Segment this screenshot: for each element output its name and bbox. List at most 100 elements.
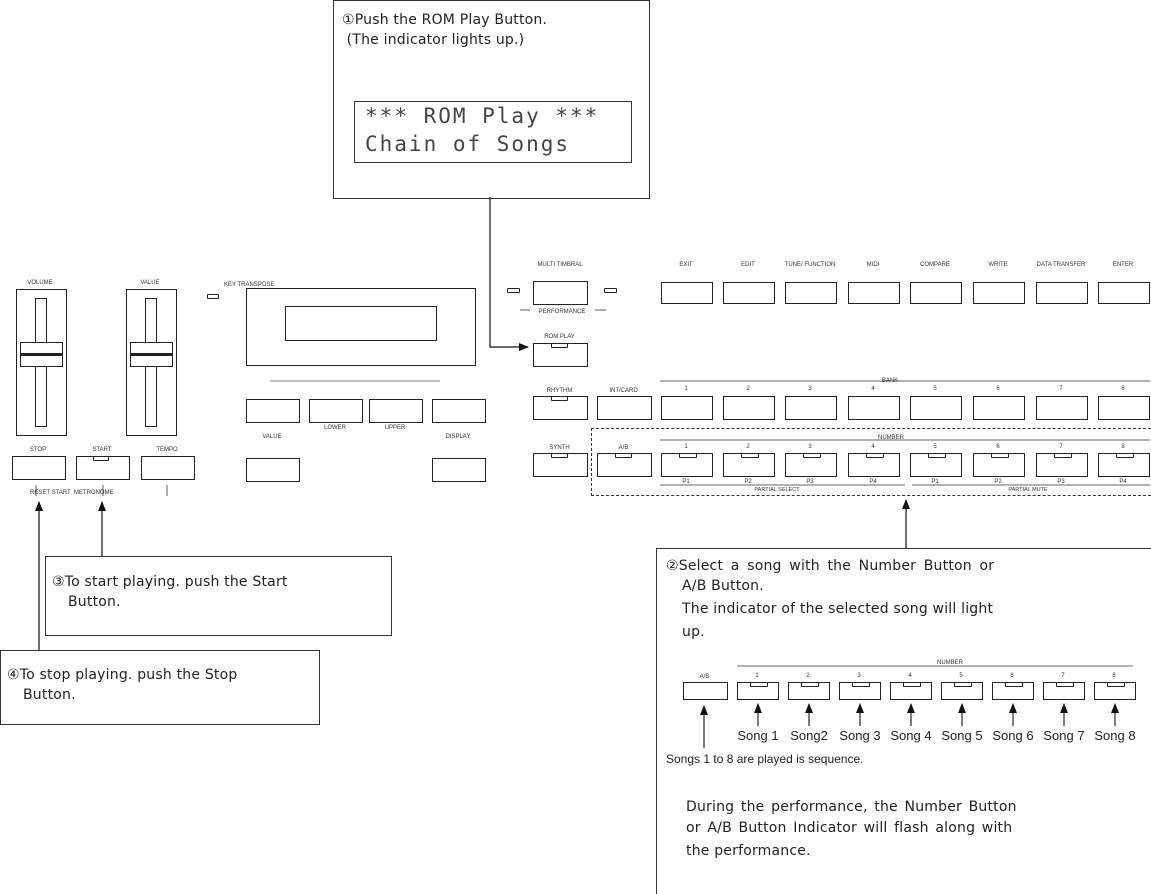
mini-number-button-3-led [852,682,870,687]
value-slider-label: VALUE [140,280,160,286]
mini-number-button-7[interactable] [1043,682,1085,700]
upper-label: UPPER [384,425,406,431]
bank-button-3[interactable] [785,396,837,420]
lcd-line2: Chain of Songs [365,132,571,156]
rom-play-label: ROM PLAY [544,334,575,340]
bank-number-label-7: 7 [1059,386,1063,392]
number-button-8[interactable] [1098,453,1150,477]
number-button-2-led [741,453,759,458]
value-edit-label: VALUE [262,434,282,440]
song-label-1: Song 1 [737,728,779,743]
number-button-7-led [1054,453,1072,458]
number-button-5[interactable] [910,453,962,477]
mini-number-button-8[interactable] [1094,682,1136,700]
panel-display-outer [246,288,476,366]
bank-button-5[interactable] [910,396,962,420]
mini-number-label-4: 4 [908,673,912,679]
mini-number-button-4[interactable] [890,682,932,700]
number-label-1: 1 [684,444,688,450]
top-button-2[interactable] [785,282,837,304]
mini-number-label-7: 7 [1061,673,1065,679]
partial-mute-title: PARTIAL MUTE [1008,487,1048,493]
mini-ab-button[interactable] [683,682,728,700]
display-up-button[interactable] [432,399,486,423]
bank-button-4[interactable] [848,396,900,420]
top-button-0[interactable] [661,282,713,304]
value-slider-track[interactable] [126,289,177,436]
bank-number-label-1: 1 [684,386,688,392]
stop-button[interactable] [12,456,66,480]
volume-slider-track[interactable] [16,289,67,436]
number-button-4-led [866,453,884,458]
partial-label-7: P4 [1119,479,1127,485]
step3-callout: ③To start playing. push the Start Button… [45,556,392,636]
key-transpose-label: KEY TRANSPOSE [224,282,275,288]
upper-button[interactable] [369,399,423,423]
int-card-button[interactable] [597,396,652,420]
top-button-label-4: COMPARE [920,262,950,268]
bank-button-1[interactable] [661,396,713,420]
mini-number-button-5-led [954,682,972,687]
number-title: NUMBER [877,435,904,441]
partial-label-2: P3 [806,479,814,485]
value-slider-knob[interactable] [130,342,173,367]
mini-number-button-1[interactable] [737,682,779,700]
top-button-6[interactable] [1036,282,1088,304]
number-button-4[interactable] [848,453,900,477]
number-label-6: 6 [996,444,1000,450]
volume-slider-knob[interactable] [20,342,63,367]
rom-play-button[interactable] [533,343,588,367]
top-button-7[interactable] [1098,282,1150,304]
value-up-button[interactable] [246,399,300,423]
top-button-4[interactable] [910,282,962,304]
ab-button[interactable] [597,453,652,477]
partial-label-5: P2 [994,479,1002,485]
synth-button[interactable] [533,453,588,477]
song-label-5: Song 5 [941,728,983,743]
top-button-label-7: ENTER [1112,262,1134,268]
display-down-button[interactable] [432,458,486,482]
mini-number-button-2[interactable] [788,682,830,700]
mini-number-button-6[interactable] [992,682,1034,700]
number-button-2[interactable] [723,453,775,477]
top-button-5[interactable] [973,282,1025,304]
mini-number-title: NUMBER [936,660,963,666]
value-down-button[interactable] [246,458,300,482]
song-label-4: Song 4 [890,728,932,743]
mini-number-button-3[interactable] [839,682,881,700]
bank-button-2[interactable] [723,396,775,420]
mini-number-button-5[interactable] [941,682,983,700]
step2-para2: or A/B Button Indicator will flash along… [686,820,1013,836]
song-label-7: Song 7 [1043,728,1085,743]
mini-number-button-1-led [750,682,768,687]
number-button-7[interactable] [1036,453,1088,477]
number-button-8-led [1116,453,1134,458]
number-button-1[interactable] [661,453,713,477]
tempo-button[interactable] [141,456,195,480]
volume-label: VOLUME [27,280,53,286]
bank-button-8[interactable] [1098,396,1150,420]
number-button-3[interactable] [785,453,837,477]
multi-timbral-label: MULTI TIMBRAL [537,262,583,268]
multi-timbral-button[interactable] [533,281,588,305]
top-button-label-2: TUNE/ FUNCTION [784,262,836,268]
number-button-6[interactable] [973,453,1025,477]
mini-ab-label: A/B [699,674,710,680]
lower-button[interactable] [309,399,363,423]
mini-number-label-3: 3 [857,673,861,679]
song-label-6: Song 6 [992,728,1034,743]
top-button-3[interactable] [848,282,900,304]
number-button-3-led [803,453,821,458]
int-card-label: INT/CARD [609,388,638,394]
step2-line2: A/B Button. [682,578,764,594]
rhythm-button[interactable] [533,396,588,420]
start-button[interactable] [76,456,130,480]
stop-label: STOP [29,447,47,453]
bank-button-6[interactable] [973,396,1025,420]
lower-label: LOWER [323,425,346,431]
number-button-5-led [928,453,946,458]
bank-number-label-8: 8 [1121,386,1125,392]
transport-footer: RESET START METRONOME [30,490,114,496]
top-button-1[interactable] [723,282,775,304]
bank-button-7[interactable] [1036,396,1088,420]
